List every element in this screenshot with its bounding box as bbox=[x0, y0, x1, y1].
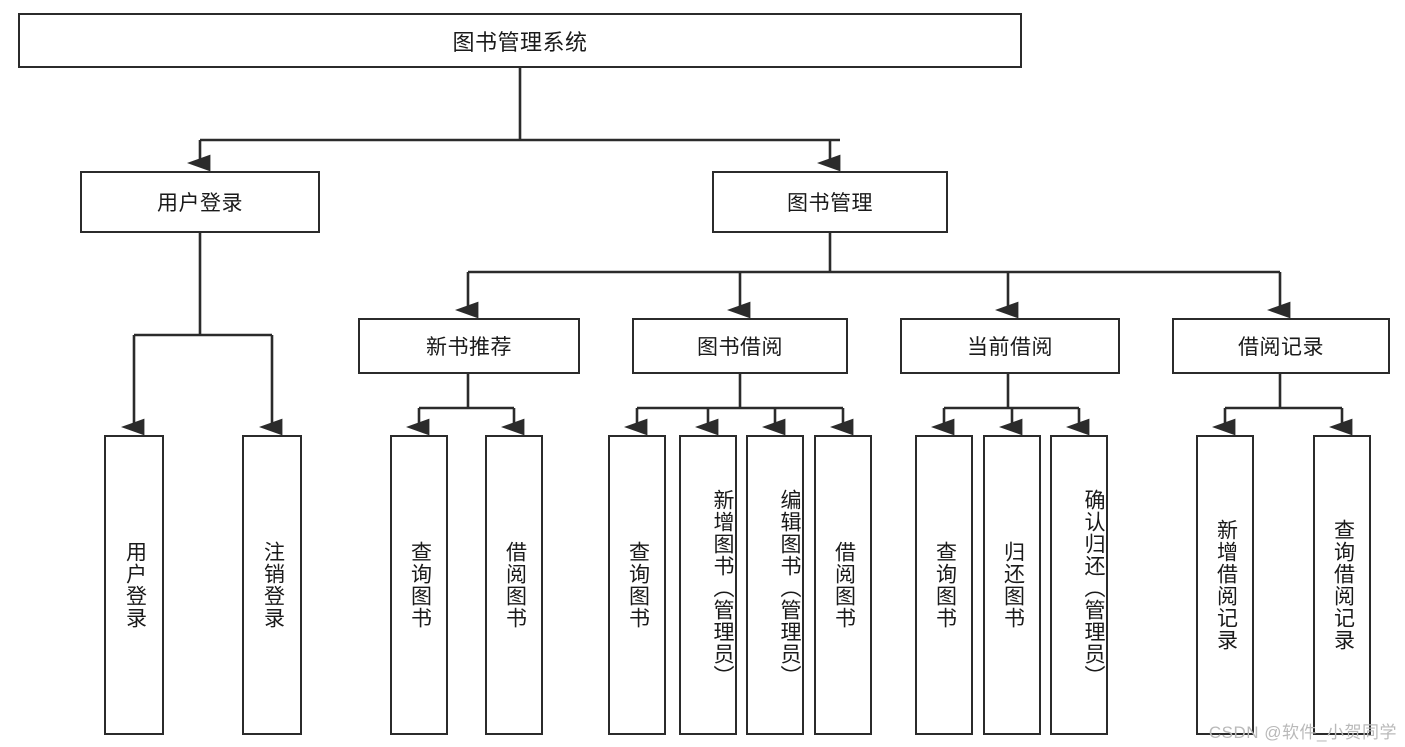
node-leaf-borrow-book-2[interactable]: 借阅图书 bbox=[814, 435, 872, 735]
node-leaf-confirm-return[interactable]: 确认归还（管理员） bbox=[1050, 435, 1108, 735]
node-user-login-label: 用户登录 bbox=[157, 192, 243, 215]
node-leaf-query-book-1-label: 查询图书 bbox=[408, 541, 432, 629]
node-book-borrow-label: 图书借阅 bbox=[697, 336, 783, 359]
node-leaf-query-record-label: 查询借阅记录 bbox=[1331, 519, 1355, 651]
node-leaf-edit-book-label: 编辑图书（管理员） bbox=[778, 489, 801, 687]
node-borrow-record[interactable]: 借阅记录 bbox=[1172, 318, 1390, 374]
node-borrow-record-label: 借阅记录 bbox=[1238, 336, 1324, 359]
node-user-login[interactable]: 用户登录 bbox=[80, 171, 320, 233]
node-leaf-user-logout-label: 注销登录 bbox=[261, 541, 285, 629]
node-leaf-add-book[interactable]: 新增图书（管理员） bbox=[679, 435, 737, 735]
node-root-label: 图书管理系统 bbox=[452, 29, 588, 55]
watermark: CSDN @软件_小贺同学 bbox=[1208, 723, 1397, 742]
node-leaf-query-book-3-label: 查询图书 bbox=[933, 541, 957, 629]
node-new-book-recommend[interactable]: 新书推荐 bbox=[358, 318, 580, 374]
node-leaf-return-book-label: 归还图书 bbox=[1001, 541, 1025, 629]
node-leaf-add-record[interactable]: 新增借阅记录 bbox=[1196, 435, 1254, 735]
node-leaf-borrow-book-1[interactable]: 借阅图书 bbox=[485, 435, 543, 735]
node-leaf-query-book-2-label: 查询图书 bbox=[626, 541, 650, 629]
node-new-book-recommend-label: 新书推荐 bbox=[426, 336, 512, 359]
node-leaf-query-record[interactable]: 查询借阅记录 bbox=[1313, 435, 1371, 735]
node-leaf-user-login-label: 用户登录 bbox=[123, 541, 147, 629]
node-book-management-label: 图书管理 bbox=[787, 192, 873, 215]
node-root[interactable]: 图书管理系统 bbox=[18, 13, 1022, 68]
node-leaf-edit-book[interactable]: 编辑图书（管理员） bbox=[746, 435, 804, 735]
node-leaf-query-book-3[interactable]: 查询图书 bbox=[915, 435, 973, 735]
node-leaf-add-book-label: 新增图书（管理员） bbox=[711, 489, 734, 687]
node-current-borrow-label: 当前借阅 bbox=[967, 336, 1053, 359]
node-leaf-user-login[interactable]: 用户登录 bbox=[104, 435, 164, 735]
node-leaf-confirm-return-label: 确认归还（管理员） bbox=[1082, 489, 1105, 687]
node-leaf-borrow-book-2-label: 借阅图书 bbox=[832, 541, 856, 629]
node-current-borrow[interactable]: 当前借阅 bbox=[900, 318, 1120, 374]
node-leaf-borrow-book-1-label: 借阅图书 bbox=[503, 541, 527, 629]
node-leaf-add-record-label: 新增借阅记录 bbox=[1214, 519, 1238, 651]
node-leaf-return-book[interactable]: 归还图书 bbox=[983, 435, 1041, 735]
node-leaf-user-logout[interactable]: 注销登录 bbox=[242, 435, 302, 735]
node-leaf-query-book-1[interactable]: 查询图书 bbox=[390, 435, 448, 735]
node-book-management[interactable]: 图书管理 bbox=[712, 171, 948, 233]
node-book-borrow[interactable]: 图书借阅 bbox=[632, 318, 848, 374]
node-leaf-query-book-2[interactable]: 查询图书 bbox=[608, 435, 666, 735]
